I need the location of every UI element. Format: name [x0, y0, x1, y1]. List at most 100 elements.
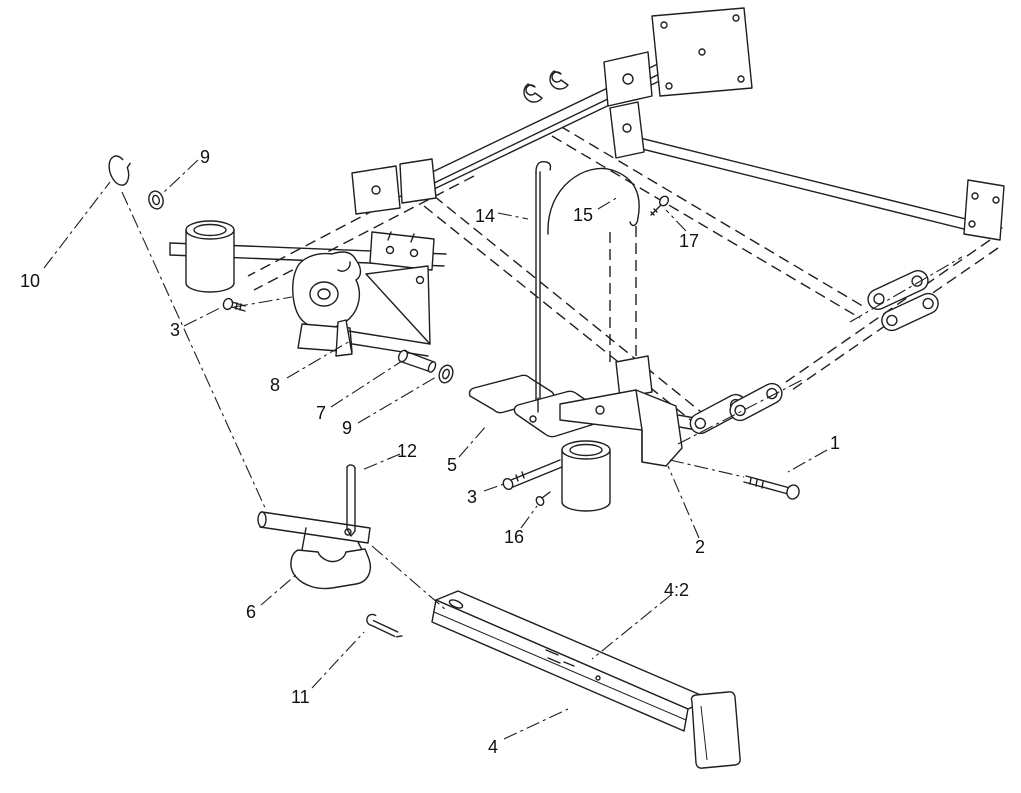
beam-bracket	[603, 51, 653, 107]
washer-outer	[148, 190, 164, 210]
axis-lines	[121, 191, 963, 611]
leader-line	[458, 424, 488, 458]
flange-screw	[535, 491, 551, 507]
cotter-pin	[366, 613, 403, 638]
callout-1: 1	[830, 433, 840, 453]
link-hole	[734, 404, 746, 417]
hook-slot	[337, 261, 351, 272]
bail-loop	[547, 167, 653, 399]
frame-rail	[551, 135, 861, 319]
axis-line	[669, 459, 745, 478]
flag-hole	[371, 185, 381, 195]
rod-bracket	[609, 101, 645, 159]
bolt-threads	[749, 477, 764, 489]
callout-3-a: 3	[170, 320, 180, 340]
cotter-shape	[366, 613, 403, 638]
link-arm	[729, 382, 783, 422]
frame-rails	[247, 125, 999, 432]
bracket-hole	[409, 248, 419, 258]
end-plate-inner	[700, 705, 708, 761]
axis-line	[677, 379, 803, 445]
pin-shaft	[346, 466, 356, 532]
bushing-outer	[309, 281, 339, 307]
rod-line	[629, 145, 1001, 239]
plate-hole	[732, 14, 740, 22]
snap-ring	[108, 155, 131, 186]
frame-rail	[433, 195, 707, 417]
axis-line	[233, 296, 293, 308]
right-linkage	[689, 382, 783, 435]
rod-bracket-hole	[622, 123, 632, 133]
bolt-shaft	[743, 475, 791, 495]
roller-top	[561, 440, 611, 460]
bracket-hole	[595, 405, 605, 415]
support-arm	[335, 265, 431, 357]
leader-line	[591, 594, 672, 660]
bolt-head	[222, 297, 234, 311]
leader-line	[311, 631, 365, 689]
leader-line	[330, 360, 403, 408]
pin-bar	[259, 511, 371, 544]
screw-shaft	[541, 491, 551, 499]
axis-line	[849, 256, 963, 323]
rod-line	[631, 135, 1003, 229]
bolt-shaft	[510, 459, 563, 488]
leader-line	[520, 505, 538, 529]
leader-line	[503, 708, 569, 740]
callout-4: 4	[488, 737, 498, 757]
frame-rail	[559, 125, 867, 309]
arm-foot	[335, 319, 353, 357]
cross-rod	[609, 101, 1005, 241]
bar-hole	[344, 528, 352, 536]
plate-hole	[992, 196, 1000, 204]
roller-bore	[193, 223, 227, 237]
axis-line	[371, 545, 447, 611]
plate-hole	[665, 82, 673, 90]
leader-line	[260, 573, 298, 606]
loop-end	[629, 217, 639, 227]
beam-top-face	[435, 590, 711, 710]
plate-hole	[529, 415, 537, 423]
beam-end-plate	[690, 691, 741, 769]
callout-17: 17	[679, 231, 699, 251]
axis-line	[121, 191, 267, 511]
main-beam	[431, 590, 741, 769]
callout-5: 5	[447, 455, 457, 475]
callout-4-2: 4:2	[664, 580, 689, 600]
frame-rail	[253, 175, 475, 291]
leader-line	[361, 453, 401, 471]
link-hole	[886, 314, 898, 327]
right-end-plate	[963, 179, 1005, 241]
beam-mid-line	[433, 611, 687, 721]
callout-9-b: 9	[342, 418, 352, 438]
beam-mark-dot	[595, 675, 601, 681]
mount-bracket	[559, 389, 683, 467]
plate-hole	[968, 220, 976, 228]
pivot-bracket	[292, 251, 362, 353]
washer-inner	[151, 194, 161, 206]
link-plate	[729, 382, 783, 422]
set-screw	[650, 195, 670, 216]
link-hole	[911, 275, 923, 287]
link-hole	[922, 297, 934, 310]
callout-labels: 9 10 3 8 7 9 14 15 17 5 3 16 12 2 1 6 11…	[20, 147, 840, 757]
callout-14: 14	[475, 206, 495, 226]
bar-end	[257, 511, 267, 528]
callout-9-a: 9	[200, 147, 210, 167]
roller-body	[561, 449, 611, 512]
leader-line	[43, 181, 111, 269]
rail-bracket	[369, 231, 435, 271]
bolt-shaft	[231, 301, 246, 312]
link-arm	[867, 270, 929, 310]
leader-line	[183, 307, 221, 327]
bushing-bore	[317, 288, 331, 300]
right-roller	[561, 440, 611, 512]
screw-shaft	[650, 204, 662, 216]
washer-a	[148, 190, 164, 210]
plate-hole	[737, 75, 745, 83]
hex-bolt	[743, 475, 800, 500]
pin-tip	[427, 361, 437, 373]
plate-hole	[971, 192, 979, 200]
link-plate	[867, 270, 929, 310]
